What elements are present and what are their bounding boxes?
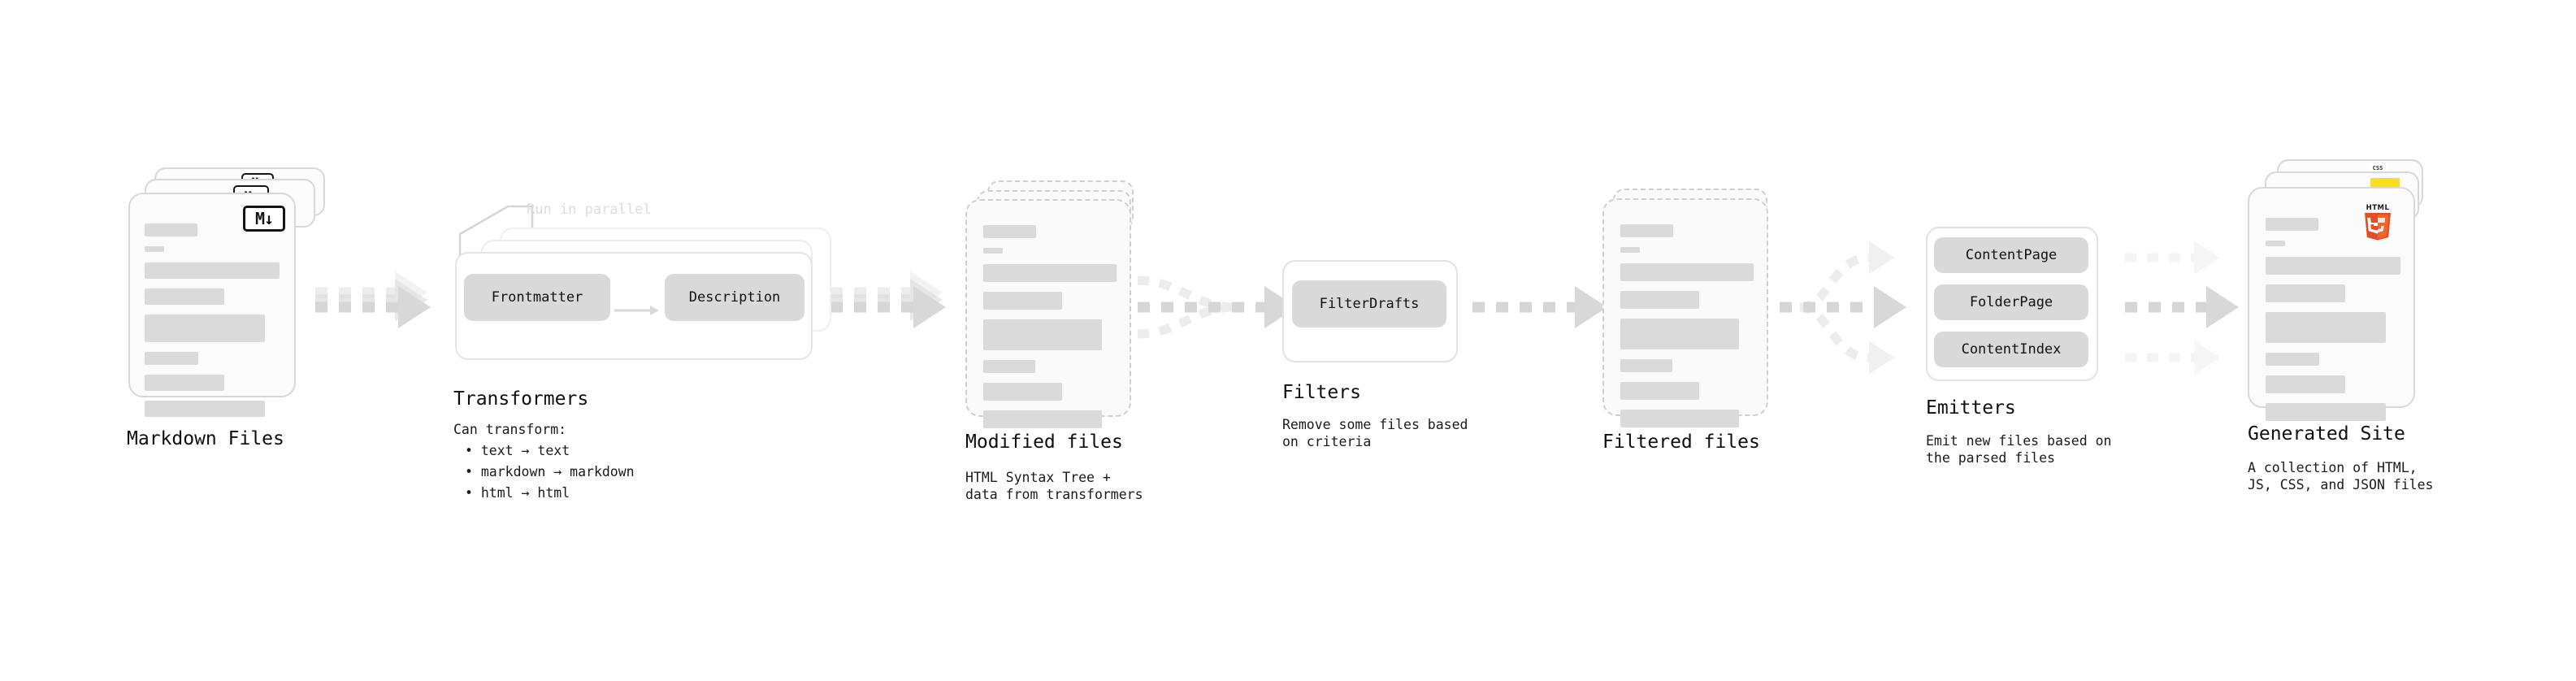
svg-text:HTML: HTML: [2366, 204, 2390, 212]
emitters-pill-contentindex[interactable]: ContentIndex: [1934, 332, 2088, 367]
placeholder-line: [1620, 382, 1699, 400]
modified-card-front: [965, 199, 1131, 428]
placeholder-line: [983, 225, 1036, 238]
placeholder-line: [983, 248, 1003, 254]
filtered-files-caption: Filtered files: [1602, 432, 1760, 453]
placeholder-line: [145, 288, 224, 305]
placeholder-line: [983, 410, 1102, 428]
filters-subcaption: Remove some files based on criteria: [1282, 417, 1468, 449]
modified-files-subcaption: HTML Syntax Tree + data from transformer…: [965, 470, 1143, 502]
filters-pill-filterdrafts[interactable]: FilterDrafts: [1292, 280, 1446, 327]
markdown-card-front: M↓: [128, 193, 296, 417]
transformers-caption: Transformers: [453, 388, 589, 410]
placeholder-line: [983, 264, 1117, 282]
placeholder-line: [2266, 218, 2318, 231]
placeholder-line: [1620, 247, 1640, 253]
run-in-parallel-label: Run in parallel: [527, 202, 652, 218]
svg-text:CSS: CSS: [2373, 165, 2383, 171]
generated-site-caption: Generated Site: [2248, 423, 2405, 445]
placeholder-line: [2266, 241, 2285, 246]
placeholder-line: [145, 223, 197, 236]
arrow-filtered-to-emitters: [1780, 241, 1906, 375]
transformers-bullet-2: • html → html: [465, 485, 570, 501]
transformer-pill-description[interactable]: Description: [665, 274, 804, 321]
filtered-card-front: [1602, 198, 1768, 427]
emitters-pill-folderpage[interactable]: FolderPage: [1934, 284, 2088, 320]
placeholder-line: [1620, 410, 1739, 427]
emitters-subcaption: Emit new files based on the parsed files: [1926, 433, 2112, 466]
placeholder-line: [2266, 375, 2345, 393]
site-card-front: HTML: [2248, 187, 2415, 421]
placeholder-line: [1620, 359, 1672, 372]
placeholder-line: [1620, 319, 1739, 349]
placeholder-lines: [1620, 224, 1754, 437]
placeholder-line: [983, 319, 1102, 350]
modified-files-caption: Modified files: [965, 432, 1123, 453]
placeholder-line: [2266, 403, 2386, 421]
placeholder-line: [145, 401, 265, 417]
run-in-parallel-bracket: [458, 205, 534, 265]
arrow-markdown-to-transformers: [315, 271, 431, 328]
generated-site-subcaption: A collection of HTML, JS, CSS, and JSON …: [2248, 460, 2434, 492]
placeholder-line: [145, 262, 280, 279]
emitters-pill-contentpage[interactable]: ContentPage: [1934, 237, 2088, 273]
placeholder-line: [145, 246, 164, 252]
placeholder-line: [1620, 291, 1699, 309]
placeholder-line: [983, 360, 1035, 373]
placeholder-line: [983, 292, 1062, 310]
placeholder-line: [2266, 257, 2400, 275]
filters-caption: Filters: [1282, 382, 1361, 403]
placeholder-line: [145, 314, 265, 342]
placeholder-line: [2266, 312, 2386, 343]
placeholder-line: [983, 383, 1062, 401]
placeholder-lines: [2266, 218, 2400, 431]
placeholder-line: [1620, 263, 1754, 281]
transformers-bullet-1: • markdown → markdown: [465, 464, 635, 479]
placeholder-line: [145, 352, 198, 365]
arrow-emitters-to-site: [2125, 241, 2239, 375]
placeholder-line: [2266, 284, 2345, 302]
arrow-transformers-to-modified: [830, 271, 946, 328]
markdown-files-caption: Markdown Files: [127, 428, 284, 449]
transformers-subcaption: Can transform:: [453, 422, 567, 437]
arrow-modified-to-filters: [1137, 275, 1297, 339]
placeholder-line: [2266, 353, 2319, 366]
placeholder-line: [145, 375, 224, 391]
transformer-pill-frontmatter[interactable]: Frontmatter: [464, 274, 610, 321]
html5-icon: HTML: [2365, 204, 2391, 241]
transformer-front-arrow: [614, 306, 659, 315]
markdown-icon: M↓: [243, 206, 285, 232]
placeholder-lines: [145, 223, 280, 427]
emitters-caption: Emitters: [1926, 397, 2016, 419]
arrow-filters-to-filtered: [1472, 286, 1607, 328]
placeholder-line: [1620, 224, 1673, 237]
placeholder-lines: [983, 225, 1117, 438]
transformers-bullet-0: • text → text: [465, 443, 570, 458]
